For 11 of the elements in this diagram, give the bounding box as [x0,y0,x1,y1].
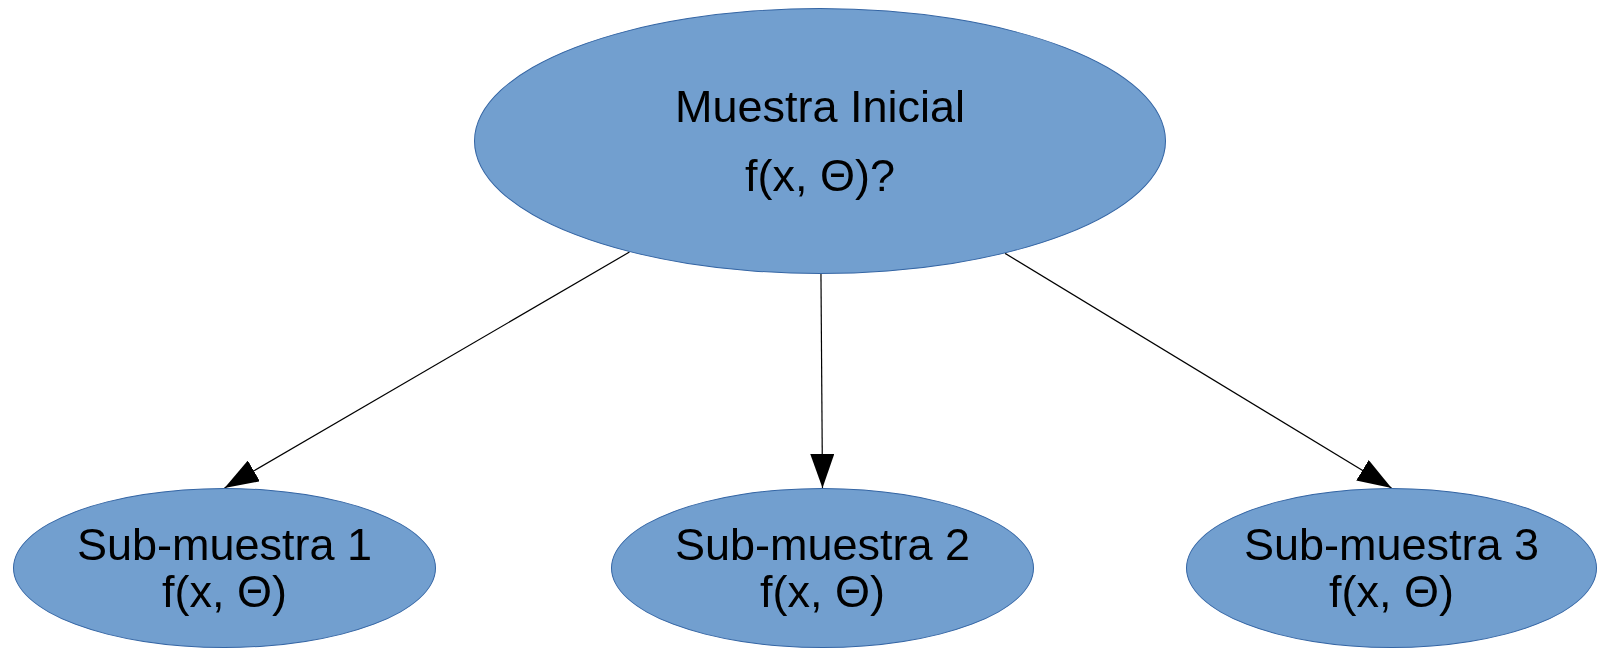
node-title: Sub-muestra 3 [1243,520,1540,568]
node-title: Sub-muestra 1 [76,520,373,568]
function-label: f(x, Θ) [1329,568,1454,616]
arrow [810,273,835,489]
function-label: f(x, Θ) [760,568,885,616]
node-title: Sub-muestra 2 [674,520,971,568]
function-label: f(x, Θ) [162,568,287,616]
function-label: f(x, Θ)? [745,152,895,200]
arrow [1004,252,1393,489]
arrow [223,251,631,489]
node-title: Muestra Inicial [674,82,966,130]
